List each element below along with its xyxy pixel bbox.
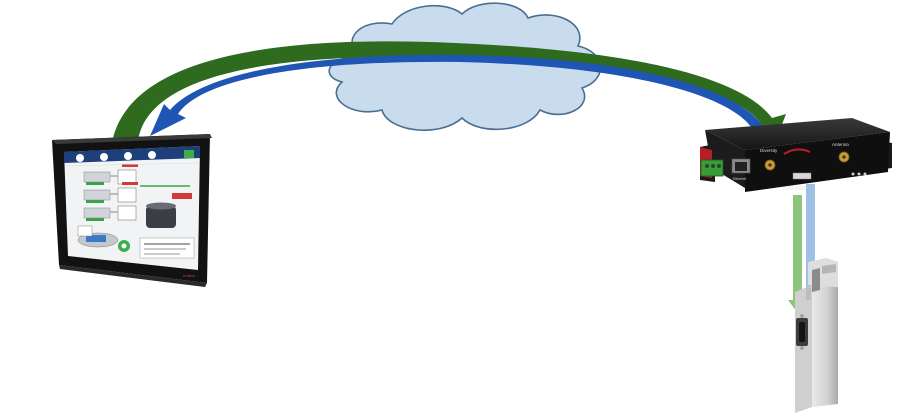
router-port-label-diversity: Diversity	[760, 148, 778, 153]
green-serial-link	[788, 195, 807, 312]
hmi-brand-logo: redlion	[183, 273, 195, 278]
router-port-label-antenna: Antenna	[832, 142, 849, 147]
router-model-label: SN-6601	[786, 186, 806, 192]
din-rail-serial-module-icon	[795, 258, 838, 413]
touchscreen-hmi-icon	[52, 134, 212, 287]
router-port-label-ethernet: Ethernet	[733, 177, 746, 181]
green-data-arc	[112, 41, 786, 142]
cellular-router-icon	[700, 118, 892, 192]
cloud-icon	[328, 2, 602, 131]
